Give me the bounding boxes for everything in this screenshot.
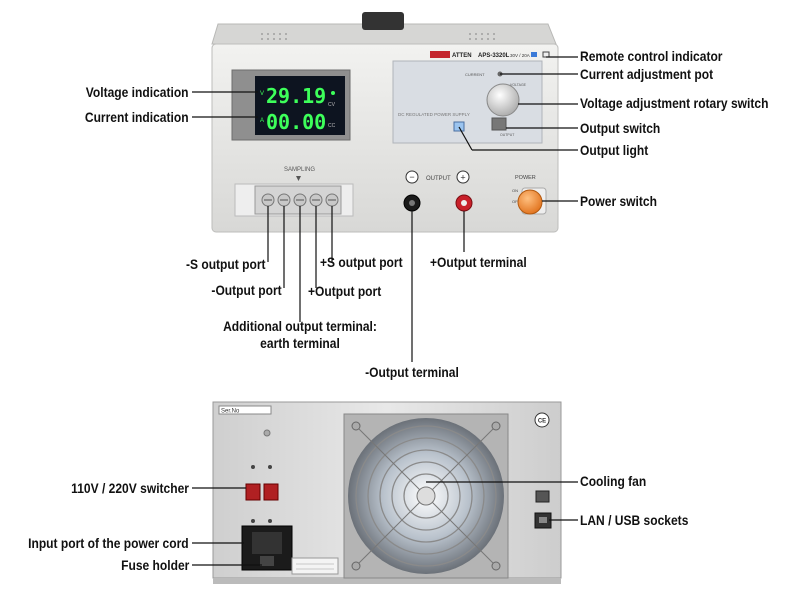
ce-mark: CE bbox=[538, 419, 546, 425]
label-current-indication: Current indication bbox=[85, 109, 189, 125]
fuse-holder[interactable] bbox=[260, 556, 274, 566]
display-screen bbox=[255, 76, 345, 135]
usb-socket[interactable] bbox=[535, 490, 550, 503]
off-label: OFF bbox=[512, 199, 521, 204]
sampling-screws bbox=[261, 193, 339, 207]
rating-text: 30V / 20A bbox=[510, 53, 530, 58]
voltage-knob[interactable] bbox=[486, 83, 520, 117]
front-unit: ATTEN APS-3320L 30V / 20A V 29.19 CV A 0… bbox=[211, 12, 559, 233]
power-label: POWER bbox=[515, 175, 536, 181]
cc-indicator: CC bbox=[328, 123, 336, 129]
label-voltage-switcher: 110V / 220V switcher bbox=[71, 480, 189, 496]
voltage-switcher-left[interactable] bbox=[245, 483, 261, 501]
output-label: OUTPUT bbox=[426, 176, 451, 182]
label-minus-output-port: -Output port bbox=[211, 282, 282, 298]
sampling-label: SAMPLING bbox=[284, 167, 315, 173]
cv-led bbox=[331, 91, 335, 95]
label-voltage-indication: Voltage indication bbox=[86, 84, 189, 100]
serial-label: Ser.No bbox=[221, 409, 240, 415]
voltage-readout: 29.19 bbox=[266, 84, 326, 108]
carry-handle bbox=[362, 12, 404, 30]
fan-guard bbox=[355, 425, 497, 567]
output-switch-label: OUTPUT bbox=[500, 133, 515, 137]
leader-lines bbox=[192, 56, 578, 566]
remote-indicator bbox=[542, 51, 550, 58]
label-fuse-holder: Fuse holder bbox=[120, 557, 189, 573]
label-power-cord-port: Input port of the power cord bbox=[28, 535, 189, 551]
label-lan-usb-sockets: LAN / USB sockets bbox=[580, 512, 689, 528]
current-readout: 00.00 bbox=[266, 110, 326, 134]
label-plus-output-terminal: +Output terminal bbox=[430, 254, 527, 270]
label-earth-terminal-line2: earth terminal bbox=[260, 335, 340, 351]
on-label: ON bbox=[512, 188, 518, 193]
label-earth-terminal-line1: Additional output terminal: bbox=[223, 318, 377, 334]
current-knob-label: CURRENT bbox=[465, 72, 485, 77]
volt-unit: V bbox=[260, 91, 264, 97]
label-current-adjustment-pot: Current adjustment pot bbox=[580, 66, 714, 82]
plus-symbol: + bbox=[460, 173, 465, 183]
output-light bbox=[453, 121, 465, 132]
label-voltage-adjustment-rotary-switch: Voltage adjustment rotary switch bbox=[580, 95, 769, 111]
label-remote-control-indicator: Remote control indicator bbox=[580, 48, 723, 64]
cv-indicator: CV bbox=[328, 102, 336, 108]
label-output-switch: Output switch bbox=[580, 120, 661, 136]
brand-logo bbox=[430, 51, 450, 58]
label-cooling-fan: Cooling fan bbox=[580, 473, 647, 489]
output-switch[interactable] bbox=[491, 117, 507, 131]
vent-holes bbox=[261, 33, 495, 40]
brand-text: ATTEN bbox=[452, 53, 472, 59]
label-power-switch: Power switch bbox=[580, 193, 657, 209]
panel-title: DC REGULATED POWER SUPPLY bbox=[398, 112, 470, 117]
voltage-switcher-right[interactable] bbox=[263, 483, 279, 501]
spec-label bbox=[291, 557, 339, 575]
label-minus-s-output-port: -S output port bbox=[186, 256, 266, 272]
amp-unit: A bbox=[260, 118, 264, 124]
label-plus-s-output-port: +S output port bbox=[320, 254, 403, 270]
label-plus-output-port: +Output port bbox=[308, 283, 382, 299]
voltage-knob-label: VOLTAGE bbox=[510, 83, 527, 87]
power-button[interactable] bbox=[517, 189, 543, 215]
minus-symbol: − bbox=[409, 172, 414, 182]
label-output-light: Output light bbox=[580, 142, 649, 158]
label-minus-output-terminal: -Output terminal bbox=[365, 364, 459, 380]
back-unit: Ser.No CE bbox=[212, 401, 562, 584]
model-text: APS-3320L bbox=[478, 53, 510, 59]
